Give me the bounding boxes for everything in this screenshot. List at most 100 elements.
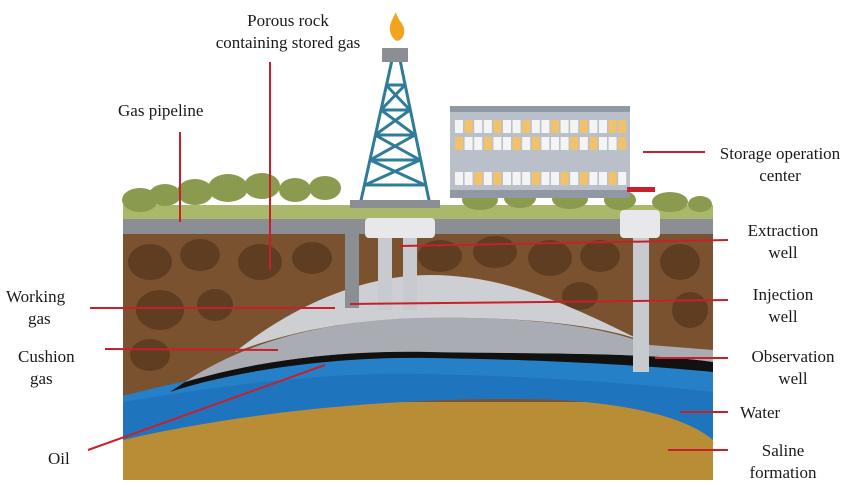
building-window [551,172,559,185]
porous-rock-label-line2: containing stored gas [215,33,361,52]
building-window [599,137,607,150]
building-window [570,137,579,150]
building-window [483,120,492,133]
storage-operation-building [450,106,630,198]
derrick-base [350,200,440,208]
building-window [455,172,463,185]
drilling-rig-icon [358,59,432,206]
building-window [464,172,473,185]
building-window [608,172,617,185]
cushion-gas-line1: Cushion [18,347,75,366]
observation-well-pipe [633,238,649,372]
building-window [570,120,579,133]
injection-line1: Injection [752,285,814,304]
building-window [599,172,607,185]
building-window [531,120,540,133]
building-window [541,172,550,185]
water-label: Water [740,403,781,422]
storage-center-line2: center [759,166,801,185]
storage-operation-center-label: Storage operation center [700,143,860,187]
building-window [493,120,502,133]
porous-rock-label-line1: Porous rock [247,11,329,30]
water-layer [123,371,713,440]
building-window [483,172,492,185]
derrick-top [382,48,408,62]
leader-lines [87,62,729,451]
building-window [531,137,540,150]
cushion-gas-layer [185,317,713,382]
saline-formation-label: Saline formation [728,440,838,484]
extraction-well-head [365,218,435,238]
saline-line1: Saline [761,441,805,460]
pipeline-pipe [345,232,359,308]
building-window [464,137,473,150]
building-window [512,172,521,185]
cushion-gas-label: Cushion gas [18,346,108,390]
saline-formation-top [123,399,713,480]
building-window [474,172,483,185]
building-window [608,137,617,150]
building-window [493,172,502,185]
building-window [493,137,502,150]
cushion-gas-line2: gas [30,369,53,388]
oil-layer [170,351,713,392]
observation-line1: Observation [751,347,835,366]
observation-well-label: Observation well [728,346,858,390]
working-gas-line2: gas [28,309,51,328]
building-window [618,120,627,133]
building-window [589,172,598,185]
building-window [531,172,540,185]
building-window [618,172,627,185]
valve [627,187,655,192]
oil-label: Oil [48,449,70,468]
storage-center-line1: Storage operation [719,144,841,163]
building-window [541,120,550,133]
building-window [618,137,627,150]
building-window [512,120,521,133]
building-window [474,137,483,150]
building-window [464,120,473,133]
building-window [579,120,588,133]
injection-well-label: Injection well [728,284,838,328]
building-window [503,137,511,150]
working-gas-layer [235,275,640,352]
building-window [570,172,579,185]
building-window [483,137,492,150]
extraction-line1: Extraction [747,221,819,240]
building-window [512,137,521,150]
building-window [455,137,463,150]
building-window [503,172,511,185]
saline-line2: formation [749,463,817,482]
working-gas-label: Working gas [6,286,86,330]
building-window [560,137,569,150]
extraction-well-label: Extraction well [728,220,838,264]
building-window [522,137,531,150]
building-window [522,172,531,185]
building-window [579,172,588,185]
working-gas-line1: Working [6,287,66,306]
building-window [551,120,559,133]
flame-icon [389,12,405,41]
building-window [551,137,559,150]
extraction-well-pipe [378,238,392,310]
building-window [522,120,531,133]
building-window [608,120,617,133]
building-window [589,137,598,150]
extraction-line2: well [768,243,798,262]
building-window [474,120,483,133]
building-window [541,137,550,150]
injection-well-pipe [403,238,417,310]
building-window [503,120,511,133]
building-window [455,120,463,133]
building-window [599,120,607,133]
injection-line2: well [768,307,798,326]
gas-pipeline-label: Gas pipeline [118,101,204,120]
observation-line2: well [778,369,808,388]
porous-rock-label: Porous rock containing stored gas [168,10,408,54]
building-window [579,137,588,150]
building-window [560,120,569,133]
building-window [560,172,569,185]
observation-well-head [620,210,660,238]
building-window [589,120,598,133]
